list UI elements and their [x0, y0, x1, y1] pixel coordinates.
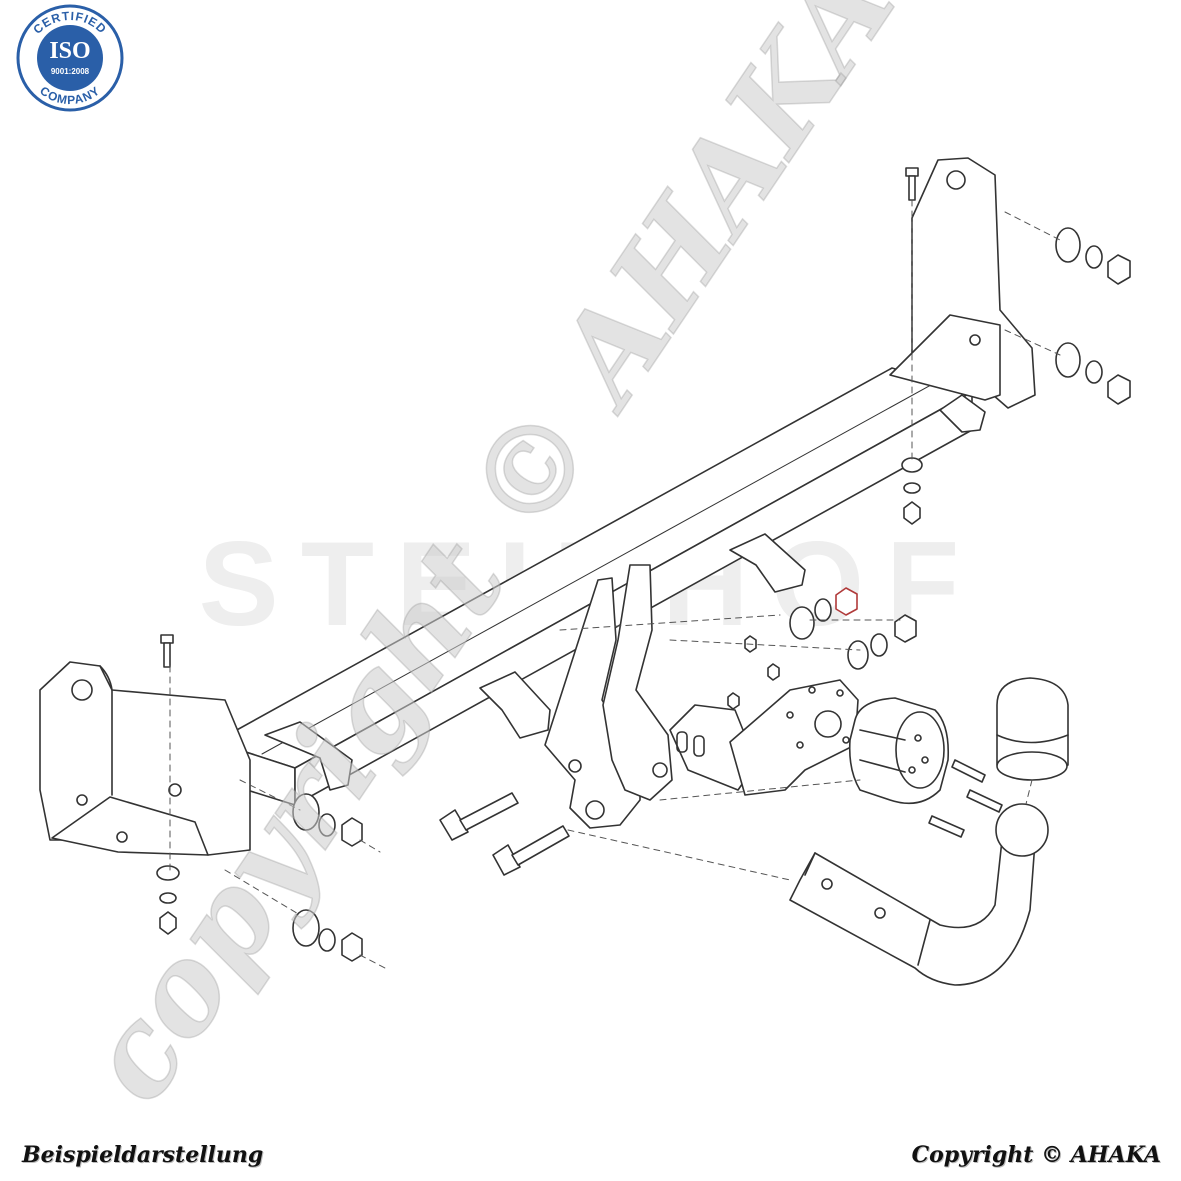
- beam-bracket-3: [729, 533, 806, 593]
- highlighted-nut: [835, 587, 858, 616]
- caption-example-illustration: Beispieldarstellung: [22, 1142, 264, 1168]
- badge-iso-text: ISO: [49, 38, 90, 64]
- bolt: [160, 634, 174, 668]
- assembly-lines: [169, 199, 1061, 969]
- badge-bottom-text: COMPANY: [37, 83, 102, 107]
- ball-cap: [996, 677, 1069, 781]
- beam-bracket-4: [939, 394, 986, 433]
- beam-bracket-2: [479, 671, 551, 739]
- bolt: [439, 792, 519, 841]
- bolt: [928, 815, 965, 838]
- socket-plate: [669, 679, 859, 796]
- tow-ball-neck: [789, 803, 1049, 986]
- bolt: [966, 789, 1003, 813]
- right-mounting-plate: [889, 157, 1036, 409]
- bolt: [905, 167, 919, 201]
- caption-copyright: Copyright © AHAKA: [911, 1142, 1161, 1168]
- left-mounting-plate: [39, 661, 251, 856]
- beam-bracket-1: [264, 721, 353, 791]
- center-bracket: [544, 564, 673, 829]
- fasteners: [156, 227, 1131, 962]
- bolts: [160, 167, 1003, 876]
- badge-standard-text: 9001:2008: [51, 67, 90, 76]
- iso-certified-badge: CERTIFIED COMPANY ISO 9001:2008: [16, 4, 124, 112]
- electrical-socket: [848, 697, 950, 805]
- bolt: [951, 759, 986, 783]
- bolt: [492, 825, 570, 876]
